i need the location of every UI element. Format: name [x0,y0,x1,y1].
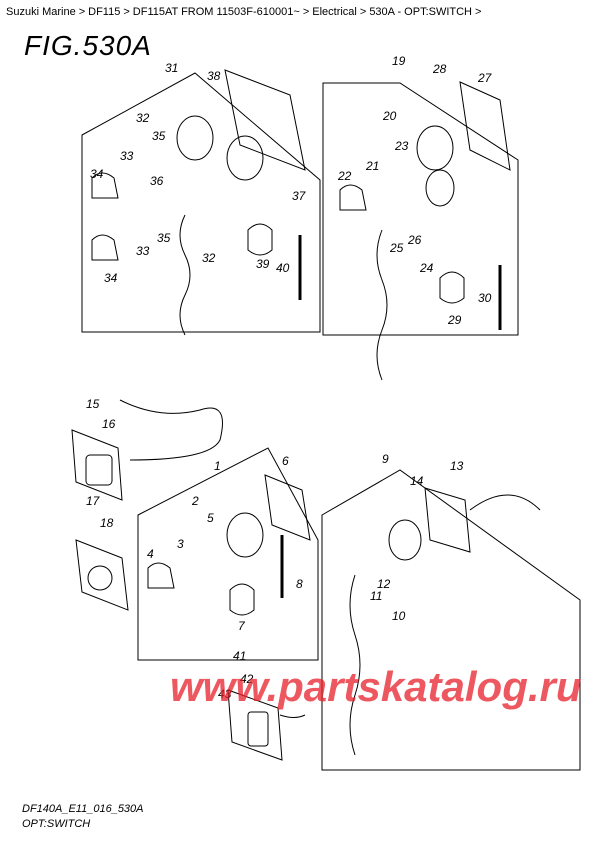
callout-7: 7 [238,619,246,633]
callout-22: 22 [337,169,352,183]
wire-harness [279,714,306,718]
key-22 [339,184,367,211]
callout-2: 2 [191,494,199,508]
panel-31 [81,72,321,333]
callout-39: 39 [256,257,270,271]
switch-body [247,711,269,747]
breadcrumb-sep: > [123,6,130,18]
callout-16: 16 [102,417,116,431]
breadcrumb-item-3[interactable]: Electrical [312,6,357,18]
callout-32: 32 [202,251,216,265]
callout-28: 28 [432,62,447,76]
breadcrumb: Suzuki Marine>DF115>DF115AT FROM 11503F-… [6,6,484,18]
callout-19: 19 [392,54,406,68]
callout-35: 35 [152,129,166,143]
callout-4: 4 [147,547,154,561]
plate-27 [459,81,511,171]
panel-19 [322,82,519,336]
callout-23: 23 [394,139,409,153]
callout-12: 12 [377,577,391,591]
switch-body [176,115,214,161]
panel-1 [137,447,319,661]
callout-8: 8 [296,577,303,591]
breadcrumb-sep: > [78,6,86,18]
callout-41: 41 [233,649,246,663]
callout-15: 15 [86,397,100,411]
callout-37: 37 [292,189,307,203]
cover-39 [247,223,273,256]
callout-26: 26 [407,233,422,247]
switch-body [226,135,264,181]
lanyard-coil [349,574,361,756]
figure-code: DF140A_E11_016_530A [22,803,144,815]
callout-36: 36 [150,174,164,188]
cover-29 [439,271,465,304]
callout-24: 24 [419,261,434,275]
callout-33: 33 [120,149,134,163]
switch-body [388,519,422,561]
callout-5: 5 [207,511,214,525]
callout-43: 43 [218,687,232,701]
breadcrumb-item-1[interactable]: DF115 [88,6,121,18]
callout-25: 25 [389,241,404,255]
callout-29: 29 [447,313,462,327]
plate-42 [227,689,283,761]
figure-name: OPT:SWITCH [22,818,91,830]
cover-7 [229,583,255,616]
callout-34: 34 [90,167,104,181]
callout-42: 42 [240,672,254,686]
breadcrumb-sep: > [302,6,310,18]
callout-20: 20 [382,109,397,123]
callout-18: 18 [100,516,114,530]
callout-6: 6 [282,454,289,468]
callout-9: 9 [382,452,389,466]
lanyard-coil [179,214,191,336]
plate-38 [224,69,306,171]
watermark: www.partskatalog.ru [170,663,582,710]
callout-31: 31 [165,61,178,75]
plate-13 [424,487,471,553]
callout-35: 35 [157,231,171,245]
callout-21: 21 [365,159,379,173]
breadcrumb-item-4: 530A - OPT:SWITCH [369,6,473,18]
breadcrumb-sep: > [475,6,482,18]
callout-40: 40 [276,261,290,275]
wire-harness [119,399,223,461]
switch-body [416,125,454,171]
callout-1: 1 [214,459,221,473]
callout-17: 17 [86,494,101,508]
key-34 [91,234,119,261]
callout-27: 27 [477,71,493,85]
panel-9 [321,469,581,771]
figure-title: FIG.530A [24,30,152,61]
switch-body [226,512,264,558]
callout-33: 33 [136,244,150,258]
callout-3: 3 [177,537,184,551]
callout-13: 13 [450,459,464,473]
breadcrumb-item-2[interactable]: DF115AT FROM 11503F-610001~ [132,6,300,18]
callout-38: 38 [207,69,221,83]
key-34 [91,172,119,199]
plate-16 [71,429,123,501]
callout-11: 11 [370,589,382,603]
callout-34: 34 [104,271,118,285]
switch-body [425,169,455,207]
plate-18 [75,539,129,611]
callout-10: 10 [392,609,406,623]
lanyard-coil [376,229,388,381]
plate-6 [264,474,311,541]
breadcrumb-sep: > [359,6,367,18]
key-4 [147,562,175,589]
callout-14: 14 [410,474,424,488]
breadcrumb-item-0[interactable]: Suzuki Marine [6,6,76,18]
wire-harness [469,494,541,511]
callout-32: 32 [136,111,150,125]
switch-body [85,454,113,486]
switch-body [87,565,113,591]
callout-30: 30 [478,291,492,305]
